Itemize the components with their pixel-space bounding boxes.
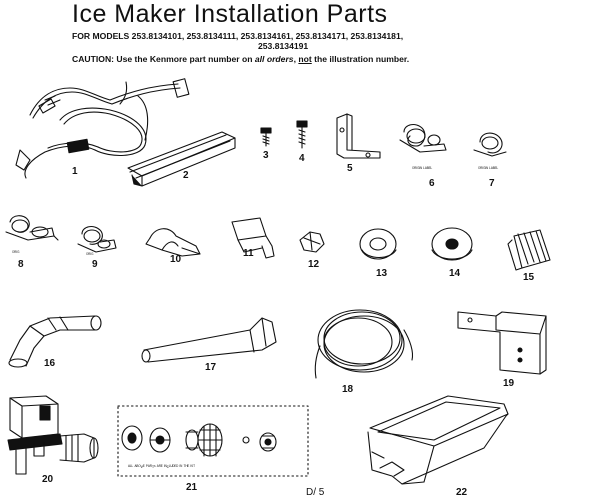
part-1-wire-harness: [15, 78, 190, 179]
part-label-4: 4: [299, 153, 305, 164]
page-title: Ice Maker Installation Parts: [72, 0, 388, 28]
part-21-fitting-kit: [117, 405, 309, 477]
part-label-6: 6: [429, 178, 435, 189]
fine-print-part-9: ᴼᴿᴵᴳ: [86, 252, 94, 257]
part-label-15: 15: [523, 272, 535, 283]
part-17-long-tube: [141, 317, 277, 363]
part-label-9: 9: [92, 259, 98, 270]
caution-note: CAUTION: Use the Kenmore part number on …: [72, 54, 409, 64]
models-line-1: FOR MODELS 253.8134101, 253.8134111, 253…: [72, 31, 404, 41]
part-18-tubing-coil: [314, 309, 414, 379]
part-5-bracket: [336, 113, 381, 159]
caution-text-3: the illustration number.: [311, 54, 410, 64]
part-label-5: 5: [347, 163, 353, 174]
part-22-ice-bin: [367, 395, 509, 485]
part-label-13: 13: [376, 268, 388, 279]
part-7-clamp: [473, 132, 507, 157]
part-12-fitting: [299, 231, 325, 253]
part-16-elbow-tube: [8, 315, 102, 368]
part-label-16: 16: [44, 358, 56, 369]
part-20-water-valve: [7, 395, 99, 475]
fine-print-part-6: ᴼᴿᴵᴳᴵᴺ ᴸᴬᴮᴱᴸ: [412, 166, 433, 171]
part-label-3: 3: [263, 150, 269, 161]
part-15-coupling: [507, 229, 551, 271]
part-label-19: 19: [503, 378, 515, 389]
part-3-screw: [260, 127, 272, 147]
part-13-grommet: [359, 228, 397, 260]
part-9-clamp: [77, 225, 117, 253]
part-8-clamp: [5, 215, 59, 241]
part-label-22: 22: [456, 487, 468, 498]
part-label-10: 10: [170, 254, 182, 265]
part-4-screw: [296, 120, 308, 149]
fine-print-part-7: ᴼᴿᴵᴳᴵᴺ ᴸᴬᴮᴱᴸ: [478, 166, 499, 171]
part-10-clip: [145, 228, 201, 257]
fine-print-part-21: ᴬᴸᴸ ᴬᴮᴼᴠᴱ ᴾᴬᴿᴛˢ ᴬᴿᴱ ᴵᴺᴄᴸᵁᴰᴱᴰ ᴵᴺ ᵀᴴᴱ ᴷᴵᵀ: [128, 464, 196, 469]
part-2-strip: [127, 131, 236, 187]
caution-text-1: Use the Kenmore part number on: [114, 54, 255, 64]
page-code: D/ 5: [306, 487, 325, 498]
part-11-bracket: [231, 217, 275, 259]
caution-all-orders: all orders: [254, 54, 294, 64]
part-label-21: 21: [186, 482, 198, 493]
part-label-20: 20: [42, 474, 54, 485]
part-label-8: 8: [18, 259, 24, 270]
part-14-grommet: [431, 227, 473, 261]
part-label-18: 18: [342, 384, 354, 395]
caution-prefix: CAUTION:: [72, 54, 115, 64]
part-label-17: 17: [205, 362, 217, 373]
part-label-7: 7: [489, 178, 495, 189]
part-label-11: 11: [243, 248, 254, 259]
caution-text-2: ,: [293, 54, 299, 64]
part-label-14: 14: [449, 268, 461, 279]
part-6-clamp: [399, 123, 447, 153]
part-19-mounting-bracket: [457, 311, 547, 375]
fine-print-part-8: ᴼᴿᴵᴳ: [12, 250, 20, 255]
part-label-1: 1: [72, 166, 78, 177]
part-label-12: 12: [308, 259, 320, 270]
part-label-2: 2: [183, 170, 189, 181]
caution-not: not: [298, 54, 312, 64]
models-line-2: 253.8134191: [258, 41, 309, 51]
